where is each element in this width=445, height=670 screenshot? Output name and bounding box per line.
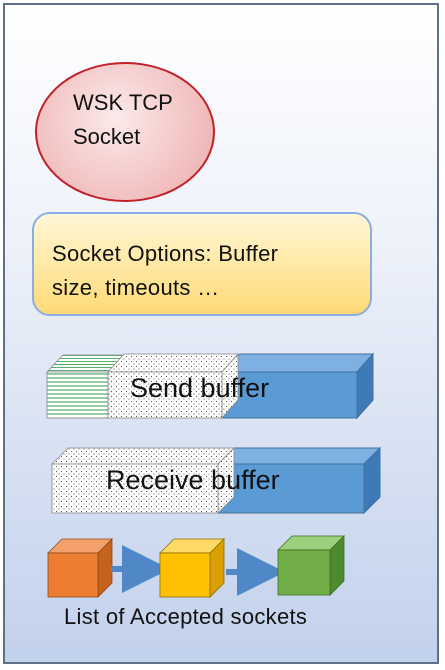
socket-circle xyxy=(35,62,215,202)
socket-options-label: Socket Options: Buffer size, timeouts … xyxy=(52,241,279,300)
send-striped-front xyxy=(46,371,109,419)
send-buffer-top xyxy=(218,353,375,373)
receive-dotted-top xyxy=(51,447,235,465)
accepted-socket-2 xyxy=(159,538,225,598)
accepted-socket-3 xyxy=(277,535,345,596)
send-dotted-front xyxy=(107,371,223,419)
accepted-sockets-label: List of Accepted sockets xyxy=(64,604,308,629)
receive-buffer-label: Receive buffer xyxy=(106,465,280,495)
receive-dotted-front xyxy=(51,463,219,514)
send-buffer-label: Send buffer xyxy=(130,373,270,403)
accepted-socket-1 xyxy=(47,538,113,598)
receive-buffer-front xyxy=(217,463,365,514)
socket-options-box xyxy=(32,212,372,316)
receive-buffer-top xyxy=(216,447,382,465)
send-buffer xyxy=(46,352,375,420)
receive-buffer xyxy=(51,446,382,515)
send-buffer-front xyxy=(219,371,358,419)
send-dotted-top xyxy=(107,353,239,373)
socket-label: WSK TCP Socket xyxy=(73,90,173,149)
